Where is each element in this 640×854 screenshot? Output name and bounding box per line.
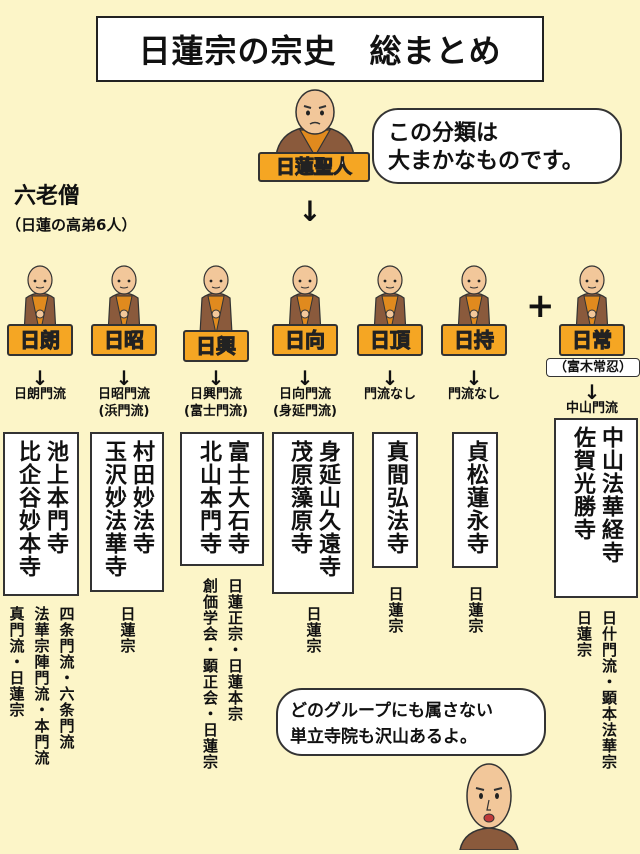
disciple-name-label: 日頂 (357, 324, 423, 356)
school-name: 日興門流 (富士門流) (171, 386, 261, 420)
speech-line: どのグループにも属さない (290, 701, 493, 721)
sect-note: 四条門流・六条門流 (57, 606, 76, 750)
sect-note: 創価学会・顕正会・日蓮宗 (201, 578, 219, 770)
temple-name: 中山法華経寺 (598, 426, 623, 564)
down-arrow: ↓ (115, 366, 133, 390)
sect-notes: 日蓮宗 (272, 606, 354, 654)
sect-notes: 日蓮宗 (90, 606, 164, 654)
speech-line: 単立寺院も沢山あるよ。 (290, 727, 477, 747)
sect-notes: 四条門流・六条門流法華宗陣門流・本門流真門流・日蓮宗 (3, 606, 79, 766)
school-line: (富士門流) (184, 404, 248, 419)
down-arrow: ↓ (31, 366, 49, 390)
school-name: 日向門流 (身延門流) (260, 386, 350, 420)
temple-name: 富士大石寺 (224, 440, 249, 555)
temple-box: 身延山久遠寺茂原藻原寺 (272, 432, 354, 594)
plus-sign: + (526, 286, 555, 326)
disciple-name-label: 日持 (441, 324, 507, 356)
sect-notes: 日蓮正宗・日蓮本宗創価学会・顕正会・日蓮宗 (180, 578, 264, 770)
sect-note: 日蓮宗 (386, 586, 405, 634)
temple-box: 貞松蓮永寺 (452, 432, 498, 568)
sect-note: 日什門流・顕本法華宗 (600, 610, 618, 770)
temple-box: 池上本門寺比企谷妙本寺 (3, 432, 79, 596)
temple-box: 村田妙法寺玉沢妙法華寺 (90, 432, 164, 592)
monk-icon (20, 262, 60, 334)
down-arrow: ↓ (296, 366, 314, 390)
six-elders-subtitle: （日蓮の高弟6人） (6, 216, 137, 234)
school-name: 門流なし (345, 386, 435, 403)
disciple-subname: （富木常忍） (546, 358, 640, 377)
school-line: 日朗門流 (13, 387, 66, 402)
monk-icon (104, 262, 144, 334)
temple-name: 玉沢妙法華寺 (101, 440, 126, 578)
monk-face-illustration (456, 760, 522, 854)
school-line: 日興門流 (189, 387, 242, 402)
main-down-arrow: ↓ (298, 195, 322, 228)
disciple-name-label: 日常 (559, 324, 625, 356)
sect-note: 日蓮宗 (304, 606, 323, 654)
disciple-name-label: 日向 (272, 324, 338, 356)
temple-name: 貞松蓮永寺 (463, 440, 488, 555)
disciple-name-label: 日朗 (7, 324, 73, 356)
down-arrow: ↓ (207, 366, 225, 390)
school-line: 中山門流 (565, 401, 618, 416)
temple-box: 富士大石寺北山本門寺 (180, 432, 264, 566)
school-name: 門流なし (429, 386, 519, 403)
sect-note: 真門流・日蓮宗 (7, 606, 26, 718)
page-title: 日蓮宗の宗史 総まとめ (96, 16, 544, 82)
school-line: 日向門流 (278, 387, 331, 402)
sect-note: 日蓮正宗・日蓮本宗 (226, 578, 244, 722)
down-arrow: ↓ (381, 366, 399, 390)
temple-name: 真間弘法寺 (383, 440, 408, 555)
six-elders-title: 六老僧 (14, 184, 81, 209)
speech-line: 大まかなものです。 (388, 149, 584, 174)
speech-bubble-independent-temples: どのグループにも属さない 単立寺院も沢山あるよ。 (276, 688, 546, 756)
temple-name: 茂原藻原寺 (287, 440, 312, 555)
monk-icon (572, 262, 612, 334)
sect-note: 日蓮宗 (466, 586, 485, 634)
down-arrow: ↓ (465, 366, 483, 390)
temple-name: 池上本門寺 (43, 440, 68, 555)
temple-box: 中山法華経寺佐賀光勝寺 (554, 418, 638, 598)
monk-icon (454, 262, 494, 334)
sect-notes: 日蓮宗 (452, 586, 498, 634)
temple-box: 真間弘法寺 (372, 432, 418, 568)
sect-notes: 日蓮宗 (372, 586, 418, 634)
speech-line: この分類は (388, 121, 499, 146)
nichiren-illustration (270, 88, 360, 156)
school-name: 日昭門流 (浜門流) (79, 386, 169, 420)
temple-name: 比企谷妙本寺 (15, 440, 40, 578)
nichiren-label: 日蓮聖人 (258, 152, 370, 182)
temple-name: 身延山久遠寺 (315, 440, 340, 578)
temple-name: 村田妙法寺 (129, 440, 154, 555)
speech-bubble-classification-note: この分類は 大まかなものです。 (372, 108, 622, 184)
temple-name: 北山本門寺 (196, 440, 221, 555)
monk-icon (285, 262, 325, 334)
sect-note: 日蓮宗 (575, 610, 593, 658)
down-arrow: ↓ (583, 380, 601, 404)
school-line: (浜門流) (98, 404, 150, 419)
school-line: 日昭門流 (97, 387, 150, 402)
disciple-name-label: 日昭 (91, 324, 157, 356)
school-name: 日朗門流 (0, 386, 85, 403)
sect-note: 法華宗陣門流・本門流 (32, 606, 51, 766)
sect-notes: 日什門流・顕本法華宗日蓮宗 (554, 610, 638, 770)
school-line: 門流なし (363, 387, 416, 402)
sect-note: 日蓮宗 (118, 606, 137, 654)
monk-icon (370, 262, 410, 334)
monk-icon (196, 262, 236, 334)
disciple-name-label: 日興 (183, 330, 249, 362)
temple-name: 佐賀光勝寺 (570, 426, 595, 541)
school-name: 中山門流 (547, 400, 637, 417)
school-line: (身延門流) (273, 404, 337, 419)
school-line: 門流なし (447, 387, 500, 402)
